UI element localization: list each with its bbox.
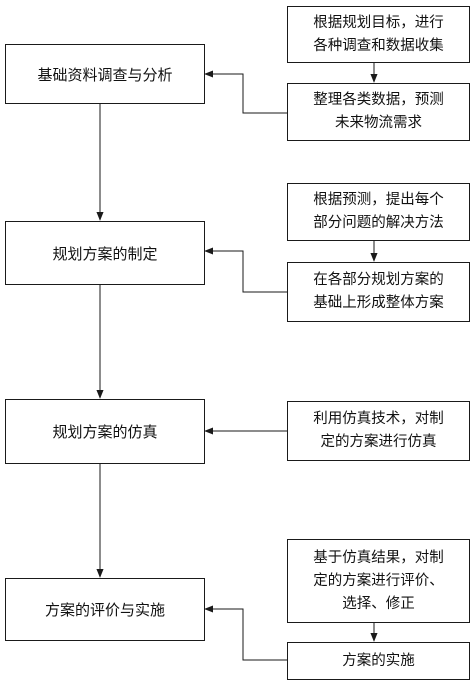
note-text: 整理各类数据，预测 未来物流需求 xyxy=(313,92,444,131)
note-step4-implement: 方案的实施 xyxy=(287,642,470,680)
step-box-1: 基础资料调查与分析 xyxy=(5,44,205,104)
arrow-note2b-to-step2 xyxy=(204,247,287,293)
note-step4-evaluate: 基于仿真结果，对制 定的方案进行评价、 选择、修正 xyxy=(287,539,470,623)
note-text: 根据预测，提出每个 部分问题的解决方法 xyxy=(313,192,444,231)
note-text: 基于仿真结果，对制 定的方案进行评价、 选择、修正 xyxy=(313,549,444,612)
note-text: 根据规划目标，进行 各种调查和数据收集 xyxy=(313,14,444,54)
step-label: 基础资料调查与分析 xyxy=(37,65,173,84)
note-step1-collect: 根据规划目标，进行 各种调查和数据收集 xyxy=(287,6,470,63)
arrow-note4b-to-step4 xyxy=(204,605,287,661)
note-step1-forecast: 整理各类数据，预测 未来物流需求 xyxy=(287,83,470,141)
arrow-note1b-to-step1 xyxy=(204,70,287,114)
step-label: 规划方案的仿真 xyxy=(52,423,158,441)
note-step2-overall-plan: 在各部分规划方案的 基础上形成整体方案 xyxy=(287,262,470,322)
note-step2-solutions: 根据预测，提出每个 部分问题的解决方法 xyxy=(287,183,470,241)
step-label: 规划方案的制定 xyxy=(52,244,158,263)
step-label: 方案的评价与实施 xyxy=(44,601,165,619)
note-text: 方案的实施 xyxy=(342,652,415,669)
step-box-3: 规划方案的仿真 xyxy=(5,399,205,464)
note-step3-simulation: 利用仿真技术，对制 定的方案进行仿真 xyxy=(287,401,470,461)
step-box-4: 方案的评价与实施 xyxy=(5,578,205,641)
step-box-2: 规划方案的制定 xyxy=(5,221,205,285)
note-text: 利用仿真技术，对制 定的方案进行仿真 xyxy=(313,411,444,450)
note-text: 在各部分规划方案的 基础上形成整体方案 xyxy=(313,272,444,311)
